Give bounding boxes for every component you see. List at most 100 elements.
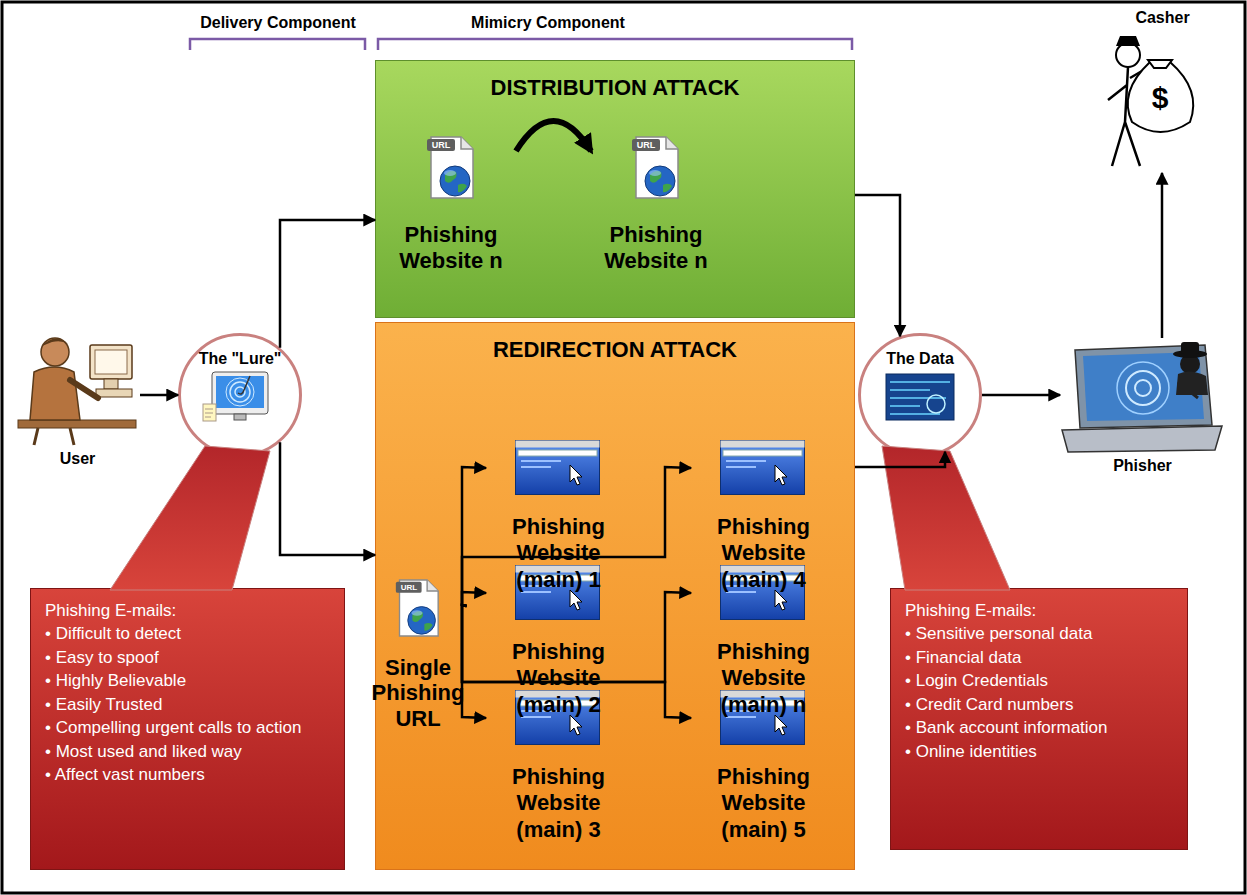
callout-item: • Compelling urgent calls to action [45, 716, 330, 739]
user-illustration-part [90, 345, 132, 379]
node-label: Phishing Website (main) 5 [691, 750, 836, 843]
lure-illustration-part [212, 372, 268, 414]
component-label: Delivery Component [168, 12, 388, 34]
callout-box: Phishing E-mails:• Sensitive personal da… [890, 588, 1188, 850]
phisher-illustration [1062, 342, 1222, 452]
node-label: The Data [861, 350, 979, 368]
user-illustration-part [30, 367, 80, 420]
website-screenshot-icon-part [721, 441, 805, 495]
url-document-icon-part [632, 137, 678, 198]
node-label: Single Phishing URL [370, 641, 467, 731]
lure-illustration-part [203, 404, 216, 421]
node-label: Phishing Website (main) 2 [486, 625, 631, 718]
user-illustration-part [96, 389, 132, 397]
icon-tag: URL [396, 582, 422, 593]
node-label: Phishing Website (main) 1 [486, 500, 631, 593]
component-bracket-part [190, 39, 365, 50]
connector-arrow [462, 467, 486, 606]
callout-item: • Credit Card numbers [905, 693, 1173, 716]
node-label: Phisher [1060, 456, 1225, 475]
component-bracket [190, 39, 852, 50]
callout-item: • Online identities [905, 740, 1173, 763]
callout-item: • Highly Believable [45, 669, 330, 692]
connector-arrow [855, 195, 900, 336]
casher-illustration-part [1116, 36, 1140, 46]
phisher-illustration-part [1117, 362, 1169, 414]
website-screenshot-icon-part [516, 691, 600, 745]
user-illustration [18, 338, 136, 445]
callout-item: • Financial data [905, 646, 1173, 669]
data-illustration-part [886, 374, 954, 420]
phisher-illustration-part [1126, 371, 1160, 405]
connector-arrow [1161, 173, 1164, 338]
node-label: The "Lure" [181, 350, 299, 368]
website-screenshot-icon-part [721, 566, 805, 620]
node-label: Phishing Website (main) 4 [691, 500, 836, 593]
node-label: Phishing Website (main) n [691, 625, 836, 718]
callout-wedge-part [110, 446, 270, 590]
data-illustration-part [927, 395, 945, 413]
user-illustration-part [104, 379, 118, 389]
data-illustration-part [890, 382, 950, 414]
callout-item: • Most used and liked way [45, 740, 330, 763]
casher-illustration [1108, 36, 1193, 166]
user-illustration-part [95, 350, 127, 374]
connector-arrow [982, 394, 1060, 397]
lure-illustration-part [205, 409, 213, 417]
callout-item: • Easy to spoof [45, 646, 330, 669]
callout-item: • Difficult to detect [45, 622, 330, 645]
phisher-illustration-part [1062, 426, 1222, 452]
connector-arrow [855, 452, 945, 467]
callout-item: • Easily Trusted [45, 693, 330, 716]
website-screenshot-icon [516, 441, 805, 745]
lure-illustration-part [238, 376, 250, 394]
user-illustration-part [70, 380, 98, 398]
user-illustration-part [34, 428, 74, 445]
dollar-sign: $ [1146, 80, 1174, 116]
phisher-illustration-part [1181, 342, 1199, 354]
callout-box: Phishing E-mails:• Difficult to detect• … [30, 588, 345, 870]
node-label: Phishing Website (main) 3 [486, 750, 631, 843]
connector-arrow [280, 220, 375, 348]
url-document-icon-part [427, 137, 473, 198]
node-label: Casher [1100, 8, 1225, 27]
website-screenshot-icon-part [516, 566, 600, 620]
lure-illustration-part [226, 378, 254, 406]
callout-item: • Affect vast numbers [45, 763, 330, 786]
user-illustration-part [18, 420, 136, 428]
callout-heading: Phishing E-mails: [905, 599, 1173, 622]
connector-arrow [462, 592, 486, 606]
callout-item: • Bank account information [905, 716, 1173, 739]
phisher-illustration-part [1075, 345, 1212, 428]
user-illustration-part [41, 338, 69, 366]
website-screenshot-icon-part [516, 441, 600, 495]
panel-title: REDIRECTION ATTACK [376, 323, 854, 363]
connector-arrow [516, 121, 591, 151]
casher-illustration-part [1148, 60, 1172, 68]
callout-item: • Sensitive personal data [905, 622, 1173, 645]
url-document-icon [396, 137, 678, 636]
icon-tag: URL [427, 139, 455, 151]
url-document-icon-part [396, 580, 438, 636]
icon-tag: URL [632, 139, 660, 151]
casher-illustration-part [1128, 62, 1194, 132]
connector-arrow [462, 592, 691, 682]
lure-illustration-part [230, 382, 250, 402]
connector-arrow [280, 442, 375, 555]
component-label: Mimicry Component [438, 12, 658, 34]
node-label: Phishing Website n [591, 208, 721, 275]
node-label: Phishing Website n [386, 208, 516, 275]
phisher-illustration-part [1135, 380, 1151, 396]
callout-item: • Login Credentials [905, 669, 1173, 692]
website-screenshot-icon-part [721, 691, 805, 745]
user-illustration-part [42, 338, 68, 346]
lure-illustration [203, 372, 268, 421]
connector-arrow [462, 605, 486, 718]
connector-arrow [462, 467, 691, 606]
panel-title: DISTRIBUTION ATTACK [376, 61, 854, 101]
connector-arrow [462, 605, 691, 718]
